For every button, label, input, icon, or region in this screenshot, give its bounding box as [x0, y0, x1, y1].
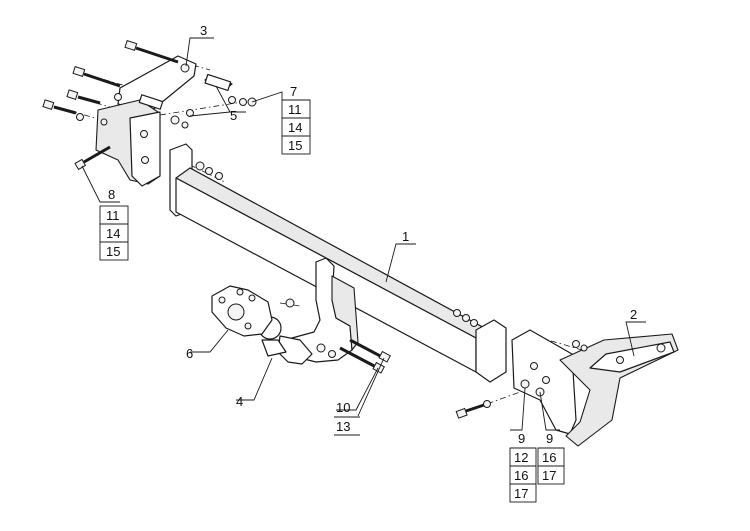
callout-3: 3 [200, 23, 207, 38]
right-bracket-bolt [455, 400, 491, 419]
stack-bottom-right-9: 9 [546, 431, 553, 446]
callout-stack-bottom-left: 9 12 16 17 [509, 431, 537, 503]
tow-ball-neck [258, 257, 359, 365]
callout-7: 7 [290, 84, 297, 99]
callout-10: 10 [336, 400, 350, 415]
right-mounting-bracket [511, 329, 679, 447]
callout-labels: 3 5 7 8 1 2 6 4 10 13 [108, 23, 637, 436]
stack-left-15: 15 [106, 244, 120, 259]
stack-bottom-left-17: 17 [514, 486, 528, 501]
stack-left-11: 11 [106, 208, 120, 223]
callout-stack-left: 11 14 15 [99, 205, 129, 261]
nuts-washers-top [228, 96, 257, 107]
callout-5: 5 [230, 108, 237, 123]
callout-8: 8 [108, 187, 115, 202]
stack-bottom-left-16: 16 [514, 468, 528, 483]
spacer-tubes [138, 73, 233, 129]
stack-bottom-right-16: 16 [542, 450, 556, 465]
left-bolts [42, 39, 179, 171]
callout-stack-top-right: 11 14 15 [281, 99, 311, 155]
leader-lines [81, 37, 646, 431]
callout-1: 1 [402, 229, 409, 244]
stack-left-14: 14 [106, 226, 120, 241]
callout-stack-bottom-right: 9 16 17 [537, 431, 565, 485]
stack-top-right-11: 11 [288, 102, 302, 117]
callout-13: 13 [336, 419, 350, 434]
stack-bottom-left-9: 9 [518, 431, 525, 446]
callout-2: 2 [630, 307, 637, 322]
stack-top-right-15: 15 [288, 138, 302, 153]
callout-4: 4 [236, 394, 243, 409]
main-cross-beam [169, 143, 507, 383]
callout-6: 6 [186, 346, 193, 361]
stack-bottom-left-12: 12 [514, 450, 528, 465]
left-mounting-bracket [95, 55, 197, 187]
stack-bottom-right-17: 17 [542, 468, 556, 483]
socket-mounting-plate [211, 285, 295, 337]
stack-top-right-14: 14 [288, 120, 302, 135]
